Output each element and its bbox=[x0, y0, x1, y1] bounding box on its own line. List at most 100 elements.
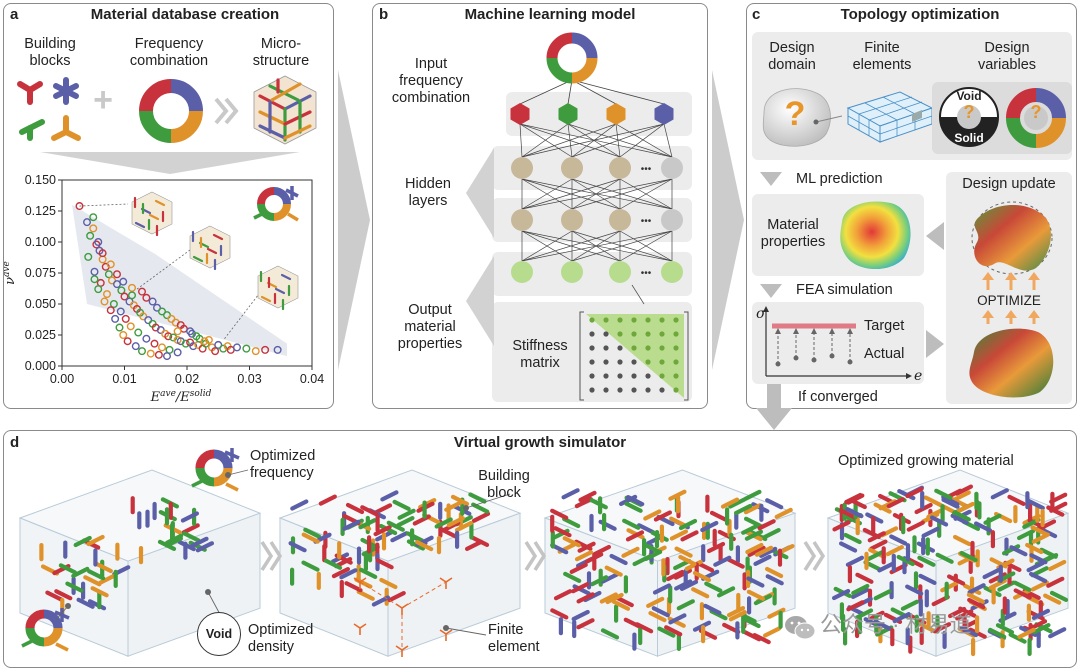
optimized-frequency-label: Optimized frequency bbox=[250, 448, 316, 481]
callout-dot bbox=[443, 625, 449, 631]
fea-simulation-label: FEA simulation bbox=[796, 282, 893, 298]
lattice-strut bbox=[1026, 561, 1045, 573]
x-tick-label: 0.04 bbox=[300, 372, 324, 386]
lattice-strut bbox=[648, 611, 667, 623]
matrix-entry bbox=[617, 387, 623, 393]
lattice-strut bbox=[741, 523, 760, 535]
lattice-strut bbox=[935, 552, 954, 564]
lattice-strut bbox=[678, 518, 698, 531]
lattice-strut bbox=[762, 626, 782, 638]
neural-network-diagram: ••••••••• bbox=[510, 32, 689, 401]
donut-block bbox=[21, 638, 35, 648]
lattice-strut bbox=[873, 619, 892, 631]
edge-hidden bbox=[619, 230, 673, 262]
edge-hidden bbox=[619, 178, 673, 210]
lattice-strut bbox=[643, 542, 662, 555]
lattice-strut bbox=[1049, 590, 1069, 602]
lattice-strut bbox=[412, 514, 431, 526]
lattice-strut bbox=[973, 521, 993, 533]
lattice-strut bbox=[177, 539, 196, 552]
hidden-node bbox=[661, 157, 683, 179]
watermark-text: 公众号 · 材易道 bbox=[820, 612, 972, 637]
lattice-strut bbox=[921, 526, 940, 538]
callout-line bbox=[55, 605, 69, 621]
stage-2-lattice-b bbox=[373, 492, 491, 555]
lattice-strut bbox=[58, 563, 78, 575]
x-tick-label: 0.01 bbox=[112, 372, 136, 386]
lattice-strut bbox=[86, 534, 105, 547]
x-axis-label-sep: /E bbox=[174, 390, 190, 405]
lattice-strut bbox=[303, 527, 322, 539]
update-to-properties-arrow bbox=[926, 222, 944, 250]
lattice-strut bbox=[471, 511, 491, 523]
input-donut-arc bbox=[546, 32, 573, 59]
fea-simulation-arrow bbox=[760, 284, 782, 298]
lattice-strut bbox=[301, 560, 320, 572]
hidden-node bbox=[609, 157, 631, 179]
matrix-entry bbox=[645, 373, 651, 379]
void-circle-label: Void bbox=[205, 627, 233, 641]
target-label: Target bbox=[864, 318, 905, 334]
lattice-strut bbox=[373, 524, 392, 537]
lattice-strut bbox=[709, 510, 729, 523]
lattice-strut bbox=[571, 609, 590, 622]
lattice-strut bbox=[905, 486, 924, 499]
lattice-strut bbox=[704, 581, 723, 593]
lattice-strut bbox=[1007, 494, 1026, 507]
lattice-strut bbox=[917, 555, 936, 567]
edge-hidden bbox=[521, 178, 621, 210]
lattice-strut bbox=[669, 529, 689, 541]
lattice-strut bbox=[746, 576, 765, 588]
callout-lines bbox=[55, 469, 511, 636]
data-point bbox=[119, 330, 128, 339]
lattice-strut bbox=[301, 532, 320, 544]
matrix-entry bbox=[659, 373, 665, 379]
lattice-strut bbox=[386, 520, 405, 532]
data-point bbox=[142, 334, 151, 343]
lattice-strut bbox=[900, 599, 920, 611]
lattice-strut bbox=[94, 561, 113, 574]
lattice-strut bbox=[387, 591, 406, 603]
edge-input-hidden bbox=[521, 123, 665, 158]
chevron-stroke bbox=[524, 541, 538, 571]
y-tick-label: 0.025 bbox=[25, 328, 56, 342]
lattice-strut bbox=[989, 557, 1008, 569]
lattice-strut bbox=[570, 582, 590, 594]
input-hexagon-node bbox=[510, 103, 530, 125]
lattice-strut bbox=[1043, 593, 1062, 605]
lattice-strut bbox=[390, 531, 409, 543]
lattice-strut bbox=[1048, 559, 1067, 572]
legend-block-stroke bbox=[253, 210, 267, 220]
lattice-strut bbox=[585, 552, 604, 564]
data-point bbox=[232, 343, 241, 352]
hidden-node bbox=[561, 209, 583, 231]
lattice-strut bbox=[1046, 576, 1065, 588]
data-point bbox=[90, 275, 99, 284]
lattice-strut bbox=[713, 555, 732, 567]
lattice-strut bbox=[1039, 547, 1058, 559]
matrix-entry bbox=[589, 387, 595, 393]
lattice-strut bbox=[373, 503, 393, 515]
lattice-strut bbox=[946, 574, 966, 586]
input-hexagon-node bbox=[654, 103, 674, 125]
edge-top-input bbox=[519, 79, 573, 105]
lattice-strut bbox=[561, 488, 580, 500]
legend-block-stroke bbox=[287, 212, 299, 222]
data-point bbox=[119, 277, 128, 286]
callout-dot bbox=[225, 472, 231, 478]
lattice-strut bbox=[728, 497, 747, 509]
chevron-stroke bbox=[269, 541, 283, 571]
lattice-strut bbox=[848, 497, 867, 510]
lattice-strut bbox=[562, 516, 581, 529]
optimize-arrows-bottom-icon bbox=[982, 310, 1040, 324]
stage-2-lattice-a bbox=[288, 490, 406, 607]
edge-top-input bbox=[571, 79, 665, 105]
matrix-upper-triangle bbox=[586, 314, 684, 398]
input-hexagon-node bbox=[606, 103, 626, 125]
lattice-strut bbox=[674, 579, 693, 591]
input-donut-arc bbox=[546, 57, 573, 84]
edge-input-hidden bbox=[571, 123, 665, 158]
microstructure-label: Micro- structure bbox=[252, 36, 310, 69]
lattice-strut bbox=[1017, 627, 1036, 639]
data-point bbox=[120, 292, 129, 301]
